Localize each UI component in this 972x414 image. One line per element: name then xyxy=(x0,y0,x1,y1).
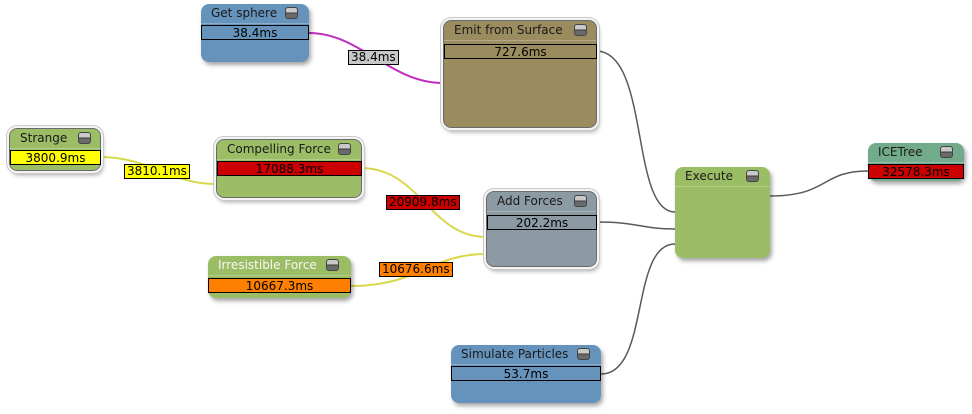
node-time: 727.6ms xyxy=(444,44,597,59)
collapse-icon[interactable] xyxy=(78,132,91,144)
collapse-icon[interactable] xyxy=(574,195,587,207)
node-irresistible-force[interactable]: Irresistible Force 10667.3ms xyxy=(208,256,351,298)
wire-execute-to-icetree[interactable] xyxy=(768,170,869,197)
wire-simulate-to-execute[interactable] xyxy=(600,243,676,375)
node-title: Strange xyxy=(10,129,100,149)
node-time: 38.4ms xyxy=(201,25,309,40)
node-time: 202.2ms xyxy=(487,215,597,230)
collapse-icon[interactable] xyxy=(746,170,759,182)
collapse-icon[interactable] xyxy=(285,7,298,19)
node-time: 53.7ms xyxy=(451,366,601,381)
node-title: Irresistible Force xyxy=(208,256,351,276)
node-title: ICETree xyxy=(868,143,964,163)
node-time: 17088.3ms xyxy=(217,161,362,176)
collapse-icon[interactable] xyxy=(326,259,339,271)
wire-label: 20909.8ms xyxy=(386,195,460,210)
node-time: 10667.3ms xyxy=(208,278,351,293)
collapse-icon[interactable] xyxy=(574,24,587,36)
node-time: 32578.3ms xyxy=(868,164,964,179)
wire-add-to-execute[interactable] xyxy=(595,221,676,230)
wire-label: 10676.6ms xyxy=(379,262,453,277)
wire-label: 3810.1ms xyxy=(124,164,190,179)
node-title: Simulate Particles xyxy=(451,345,601,365)
collapse-icon[interactable] xyxy=(338,143,351,155)
collapse-icon[interactable] xyxy=(577,348,590,360)
node-icetree[interactable]: ICETree 32578.3ms xyxy=(868,143,964,181)
node-get-sphere[interactable]: Get sphere 38.4ms xyxy=(201,4,309,62)
node-execute[interactable]: Execute xyxy=(675,167,770,258)
node-time: 3800.9ms xyxy=(10,150,101,165)
collapse-icon[interactable] xyxy=(940,146,953,158)
node-title: Get sphere xyxy=(201,4,309,24)
wire-label: 38.4ms xyxy=(348,50,399,65)
node-title: Compelling Force xyxy=(217,140,361,160)
wire-emit-to-execute[interactable] xyxy=(595,50,676,213)
node-simulate-particles[interactable]: Simulate Particles 53.7ms xyxy=(451,345,601,403)
node-strange[interactable]: Strange 3800.9ms xyxy=(7,126,103,173)
node-compelling-force[interactable]: Compelling Force 17088.3ms xyxy=(214,137,364,200)
node-title: Execute xyxy=(675,167,770,187)
node-title: Emit from Surface xyxy=(444,21,596,41)
node-emit-from-surface[interactable]: Emit from Surface 727.6ms xyxy=(441,18,599,130)
node-add-forces[interactable]: Add Forces 202.2ms xyxy=(484,189,599,269)
node-title: Add Forces xyxy=(487,192,596,212)
